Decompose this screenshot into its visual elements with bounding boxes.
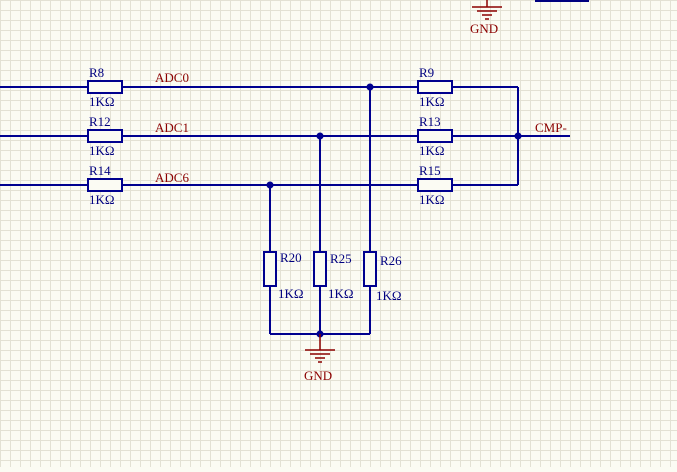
net-label-adc0: ADC0	[155, 70, 189, 85]
resistor-r12[interactable]	[87, 129, 123, 143]
designator-r26: R26	[380, 253, 402, 268]
gnd-label-bottom: GND	[304, 368, 332, 383]
resistor-r8[interactable]	[87, 80, 123, 94]
designator-r8: R8	[89, 65, 104, 80]
resistor-r13[interactable]	[417, 129, 453, 143]
value-r14: 1KΩ	[89, 192, 115, 207]
gnd-symbol-top	[472, 0, 502, 20]
junction-adc0	[366, 83, 374, 91]
value-r20: 1KΩ	[278, 286, 304, 301]
net-label-adc6: ADC6	[155, 170, 189, 185]
designator-r25: R25	[330, 251, 352, 266]
value-r15: 1KΩ	[419, 192, 445, 207]
cropped-label-remnant	[535, 0, 589, 2]
junctions	[266, 83, 522, 338]
net-label-adc1: ADC1	[155, 120, 189, 135]
resistor-r14[interactable]	[87, 178, 123, 192]
designator-r9: R9	[419, 65, 434, 80]
junction-cmp	[514, 132, 522, 140]
value-r25: 1KΩ	[328, 286, 354, 301]
junction-adc6	[266, 181, 274, 189]
value-r13: 1KΩ	[419, 143, 445, 158]
resistor-r25[interactable]	[313, 251, 327, 287]
designator-r12: R12	[89, 114, 111, 129]
gnd-label-top: GND	[470, 21, 498, 36]
value-r9: 1KΩ	[419, 94, 445, 109]
designator-r14: R14	[89, 163, 111, 178]
junction-adc1	[316, 132, 324, 140]
designator-r13: R13	[419, 114, 441, 129]
value-r8: 1KΩ	[89, 94, 115, 109]
value-r12: 1KΩ	[89, 143, 115, 158]
resistor-r20[interactable]	[263, 251, 277, 287]
net-label-cmp: CMP-	[535, 120, 567, 135]
designator-r15: R15	[419, 163, 441, 178]
gnd-symbol-bottom	[305, 334, 335, 363]
resistor-r15[interactable]	[417, 178, 453, 192]
resistor-r9[interactable]	[417, 80, 453, 94]
designator-r20: R20	[280, 250, 302, 265]
value-r26: 1KΩ	[376, 288, 402, 303]
resistor-bodies	[87, 80, 453, 287]
resistor-r26[interactable]	[363, 251, 377, 287]
